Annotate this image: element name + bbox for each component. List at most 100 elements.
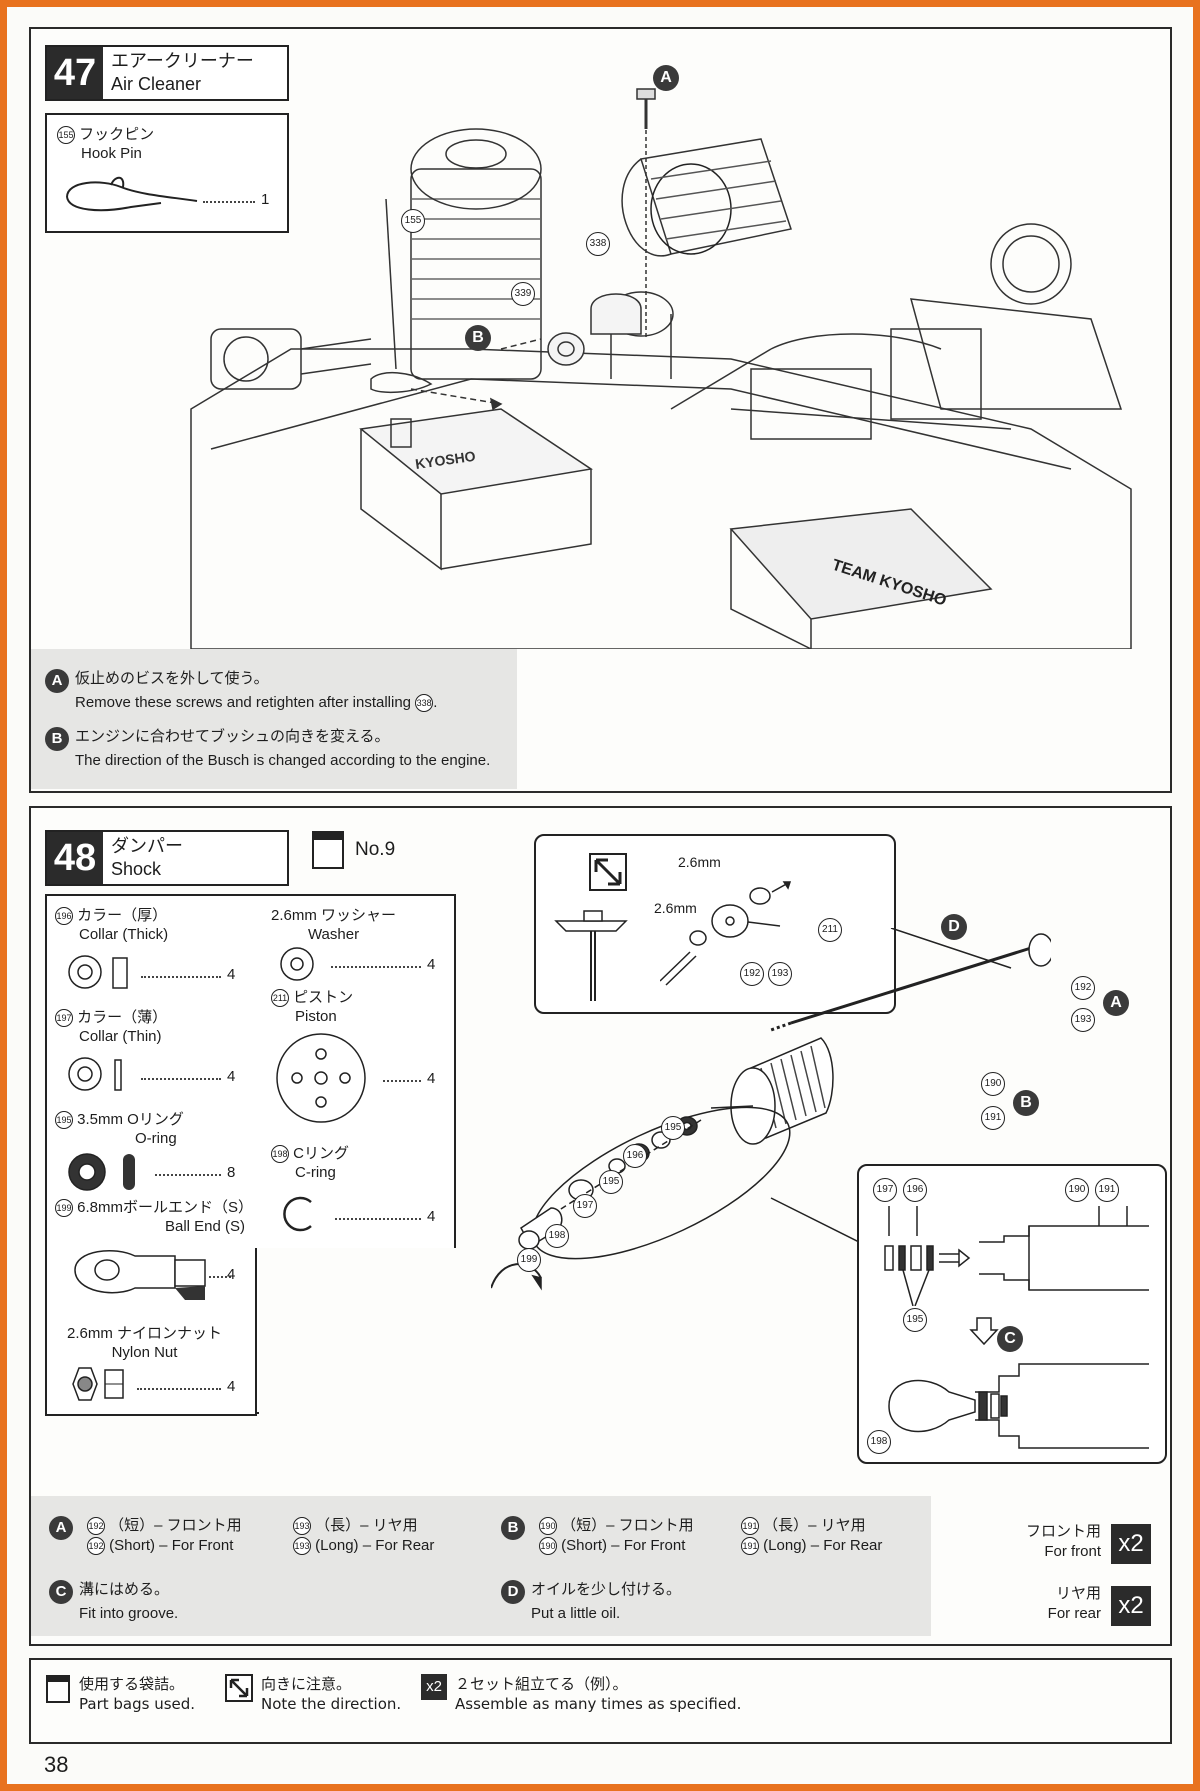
legend-bag: 使用する袋詰。 Part bags used.	[45, 1674, 195, 1714]
callout-195-a: 195	[661, 1116, 685, 1140]
inset-washer-top-label: 2.6mm	[678, 854, 721, 870]
ball-end-icon	[74, 1250, 206, 1300]
hook-pin-icon	[66, 176, 198, 212]
step-title-en: Shock	[111, 859, 162, 879]
letter-d-badge: D	[941, 914, 967, 940]
c-ring-installed-diagram	[888, 1363, 1149, 1449]
detail-letter-c-badge: C	[997, 1326, 1023, 1352]
letter-a-badge: A	[1103, 990, 1129, 1016]
callout-195-b: 195	[599, 1170, 623, 1194]
inset-callout-193: 193	[768, 962, 792, 986]
callout-196: 196	[623, 1144, 647, 1168]
step-number: 47	[47, 47, 103, 99]
step-48-panel: 48 ダンパー Shock No.9 196 カラー（厚） Collar (Th…	[29, 806, 1172, 1646]
detail-callout-191: 191	[1095, 1178, 1119, 1202]
inset-callout-192: 192	[740, 962, 764, 986]
legend-direction: 向きに注意。 Note the direction.	[225, 1674, 401, 1714]
letter-b-badge: B	[465, 325, 491, 351]
step-48-note-a-line2: 193 （長）– リヤ用 193 (Long) – For Rear	[293, 1517, 435, 1556]
step-48-note-a-line1: 192 （短）– フロント用 192 (Short) – For Front	[87, 1517, 242, 1556]
washer-icon	[280, 947, 314, 981]
callout-155: 155	[401, 209, 425, 233]
letter-a-badge: A	[653, 65, 679, 91]
step-title-jp: エアークリーナー	[111, 51, 254, 72]
piston-assembly-inset: 2.6mm 2.6mm 211 192 193	[534, 834, 896, 1014]
down-arrow-icon	[969, 1317, 999, 1346]
step-47-panel: 47 エアークリーナー Air Cleaner 155 フックピン Hook P…	[29, 27, 1172, 793]
bag-indicator: No.9	[311, 830, 395, 870]
engine-air-cleaner-illustration: KYOSHO TEAM KYOSHO	[190, 88, 1132, 649]
detail-callout-197: 197	[873, 1178, 897, 1202]
callout-339: 339	[511, 282, 535, 306]
step-48-notes-area	[31, 1496, 931, 1636]
callout-197: 197	[573, 1194, 597, 1218]
step-47-notes-area	[31, 649, 517, 789]
part-hook-pin-label: 155 フックピン Hook Pin	[57, 126, 155, 163]
inset-washer-bottom-label: 2.6mm	[654, 900, 697, 916]
detail-callout-198: 198	[867, 1430, 891, 1454]
step-48-note-b-line1: 190 （短）– フロント用 190 (Short) – For Front	[539, 1517, 694, 1556]
o-ring-icon	[68, 1153, 135, 1191]
step-48-note-a: A	[49, 1516, 79, 1540]
part-washer-label: 2.6mm ワッシャー Washer	[271, 907, 397, 943]
step-47-header: 47 エアークリーナー Air Cleaner	[45, 45, 289, 101]
part-collar-thin-label: 197 カラー（薄） Collar (Thin)	[55, 1009, 168, 1046]
piston-exploded-icon	[660, 881, 792, 986]
callout-198: 198	[545, 1224, 569, 1248]
page-number: 38	[44, 1752, 69, 1777]
front-x2-badge: x2	[1111, 1524, 1151, 1564]
part-piston-label: 211 ピストン Piston	[271, 989, 354, 1026]
bag-number: No.9	[355, 839, 396, 860]
note-b-badge: B	[45, 727, 69, 751]
legend-panel: 使用する袋詰。 Part bags used. 向きに注意。 Note the …	[29, 1658, 1172, 1744]
callout-199: 199	[517, 1248, 541, 1272]
detail-callout-196: 196	[903, 1178, 927, 1202]
note-a-badge: A	[45, 669, 69, 693]
detail-callout-190: 190	[1065, 1178, 1089, 1202]
bag-icon	[312, 831, 344, 869]
front-multiplier-label: フロント用 For front	[1025, 1523, 1101, 1560]
inset-callout-211: 211	[818, 918, 842, 942]
direction-icon	[589, 853, 627, 891]
callout-338: 338	[586, 232, 610, 256]
callout-192: 192	[1071, 976, 1095, 1000]
part-o-ring-label: 195 3.5mm Oリング O-ring	[55, 1111, 184, 1148]
note-a-ref: 338	[415, 694, 434, 713]
step-title-en: Air Cleaner	[111, 74, 202, 94]
step-48-note-b-line2: 191 （長）– リヤ用 191 (Long) – For Rear	[741, 1517, 883, 1556]
step-48-note-b: B	[501, 1516, 531, 1540]
step-47-parts-box: 155 フックピン Hook Pin 1	[45, 113, 289, 233]
legend-multiplier: x2 ２セット組立てる（例）。 Assemble as many times a…	[421, 1674, 741, 1714]
callout-191: 191	[981, 1106, 1005, 1130]
step-number: 48	[47, 832, 103, 884]
collar-thin-icon	[68, 1057, 122, 1091]
rear-multiplier-label: リヤ用 For rear	[1047, 1585, 1101, 1622]
part-nylon-nut-label: 2.6mm ナイロンナット Nylon Nut	[67, 1325, 223, 1361]
step-title-jp: ダンパー	[111, 836, 183, 857]
part-qty: 1	[261, 191, 270, 208]
piston-shaft-side-icon	[554, 910, 628, 1001]
part-c-ring-label: 198 Cリング C-ring	[271, 1145, 350, 1182]
qty-leader	[203, 201, 255, 203]
callout-190: 190	[981, 1072, 1005, 1096]
letter-b-badge: B	[1013, 1090, 1039, 1116]
direction-icon	[225, 1674, 253, 1702]
c-ring-groove-inset: 197 196 190 191 195 C	[857, 1164, 1167, 1464]
part-number: 155	[57, 126, 75, 145]
rear-x2-badge: x2	[1111, 1586, 1151, 1626]
collar-thick-icon	[68, 955, 128, 989]
nylon-nut-icon	[72, 1367, 124, 1401]
part-ball-end-label: 199 6.8mmボールエンド（S） Ball End (S)	[55, 1199, 254, 1236]
x2-icon: x2	[421, 1674, 447, 1700]
detail-callout-195: 195	[903, 1308, 927, 1332]
step-48-header: 48 ダンパー Shock	[45, 830, 289, 886]
bag-icon	[46, 1675, 70, 1703]
parts-into-body-diagram	[884, 1206, 1149, 1306]
piston-icon	[276, 1033, 366, 1123]
part-collar-thick-label: 196 カラー（厚） Collar (Thick)	[55, 907, 169, 944]
callout-193: 193	[1071, 1008, 1095, 1032]
